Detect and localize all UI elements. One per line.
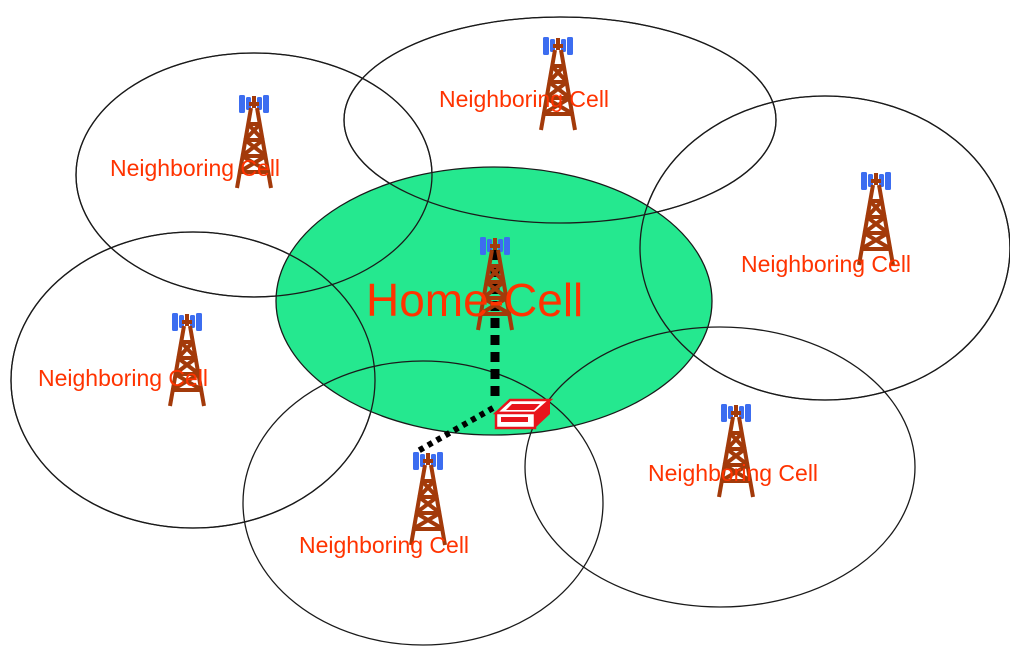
- mobile-device-icon: [492, 398, 554, 430]
- cell-boundary-right: [639, 95, 1010, 401]
- neighbor-cell-label: Neighboring Cell: [299, 532, 469, 558]
- neighbor-cell-label: Neighboring Cell: [38, 365, 208, 391]
- cell-boundary-left-overlay: [10, 231, 376, 529]
- cell-boundary-right-overlay: [639, 95, 1010, 401]
- home-cell-label: Home-Cell: [366, 274, 583, 326]
- neighbor-cell-label: Neighboring Cell: [741, 251, 911, 277]
- neighbor-cell-label: Neighboring Cell: [439, 86, 609, 112]
- cell-boundary-bottom-right: [524, 326, 916, 608]
- neighbor-cell-label: Neighboring Cell: [110, 155, 280, 181]
- cell-tower-icon: [168, 311, 206, 408]
- link-to-neighbor-tower: [416, 405, 495, 454]
- cell-boundary-top-center-overlay: [343, 16, 777, 224]
- cell-boundary-top-left-overlay: [75, 52, 433, 298]
- cell-boundary-bottom-center: [242, 360, 604, 646]
- neighbor-cell-label: Neighboring Cell: [648, 460, 818, 486]
- cell-tower-icon: [539, 35, 577, 132]
